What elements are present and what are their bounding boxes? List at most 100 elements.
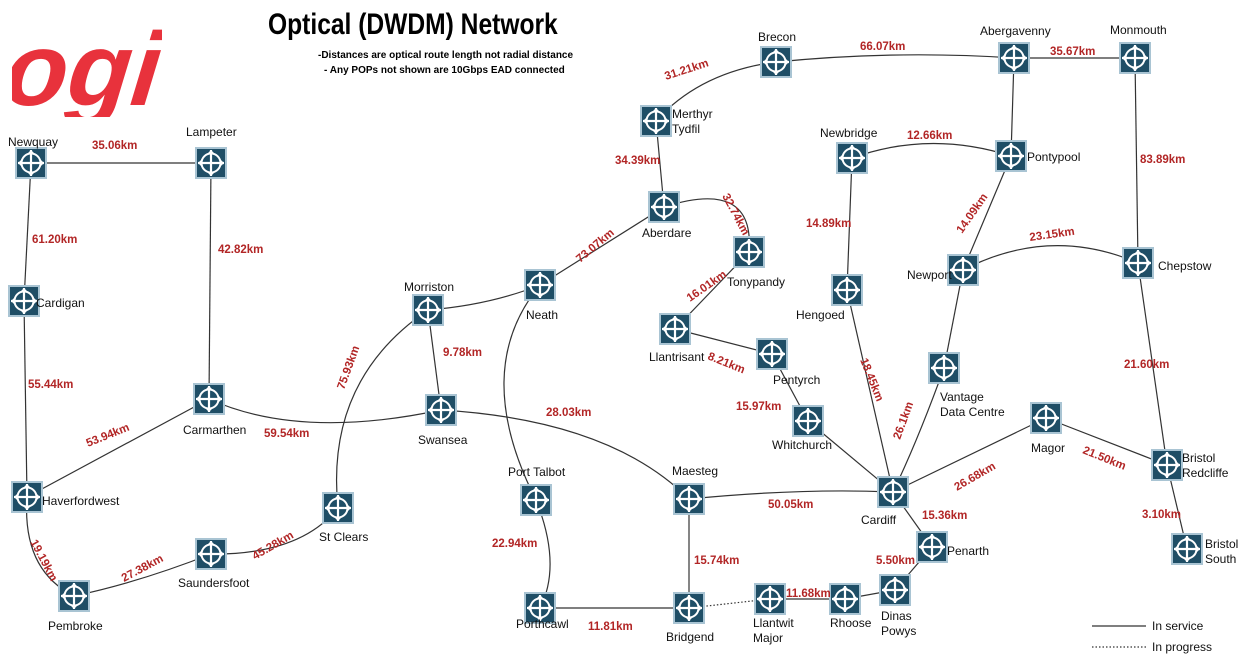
node-label-abergavenny: Abergavenny	[980, 24, 1051, 38]
pop-icon-vantage[interactable]	[927, 351, 961, 385]
distance-label-merthyr-brecon: 31.21km	[663, 57, 710, 82]
distance-label-vantage-cardiff: 26.1km	[892, 400, 917, 441]
distance-label-morriston-swansea: 9.78km	[443, 347, 482, 359]
distance-label-maesteg-cardiff: 50.05km	[768, 499, 813, 511]
node-label-aberdare: Aberdare	[642, 226, 692, 240]
pop-icon-swansea[interactable]	[424, 393, 458, 427]
link-stclears-morriston	[335, 309, 429, 509]
link-cardigan-haverfordwest	[23, 300, 28, 498]
pop-icon-pontypool[interactable]	[994, 139, 1028, 173]
node-label-morriston: Morriston	[404, 280, 454, 294]
pop-icon-stclears[interactable]	[321, 491, 355, 525]
distance-label-chepstow-bristolredcliffe: 21.60km	[1124, 359, 1169, 371]
node-label-pontypool: Pontypool	[1027, 150, 1080, 164]
distance-label-carmarthen-swansea: 59.54km	[264, 428, 309, 440]
distance-label-aberdare-merthyr: 34.39km	[615, 155, 660, 167]
pop-icon-saundersfoot[interactable]	[194, 537, 228, 571]
distance-label-porthcawl-bridgend: 11.81km	[588, 621, 633, 633]
pop-icon-aberdare[interactable]	[647, 190, 681, 224]
pop-icon-tonypandy[interactable]	[732, 235, 766, 269]
node-label-tonypandy: Tonypandy	[727, 275, 785, 289]
distance-label-pontypool-newport: 14.09km	[955, 192, 991, 236]
link-neath-aberdare	[539, 206, 665, 286]
distance-label-newbridge-hengoed: 14.89km	[806, 218, 851, 230]
link-morriston-swansea	[427, 309, 442, 411]
node-label-stclears: St Clears	[319, 530, 368, 544]
pop-icon-cardigan[interactable]	[7, 284, 41, 318]
page-title: Optical (DWDM) Network	[268, 8, 558, 41]
pop-icon-haverfordwest[interactable]	[10, 480, 44, 514]
node-label-pentyrch: Pentyrch	[773, 373, 820, 387]
link-porttalbot-porthcawl	[535, 499, 551, 609]
pop-icon-magor[interactable]	[1029, 401, 1063, 435]
distance-label-monmouth-chepstow: 83.89km	[1140, 154, 1185, 166]
pop-icon-lampeter[interactable]	[194, 146, 228, 180]
pop-icon-newquay[interactable]	[14, 146, 48, 180]
pop-icon-rhoose[interactable]	[828, 582, 862, 616]
link-swansea-maesteg	[440, 409, 690, 500]
pop-icon-dinaspowys[interactable]	[878, 573, 912, 607]
distance-label-aberdare-tonypandy: 32.74km	[719, 192, 751, 238]
pop-icon-chepstow[interactable]	[1121, 246, 1155, 280]
pop-icon-carmarthen[interactable]	[192, 382, 226, 416]
pop-icon-hengoed[interactable]	[830, 273, 864, 307]
node-label-cardigan: Cardigan	[36, 296, 85, 310]
pop-icon-newport[interactable]	[946, 253, 980, 287]
distance-label-swansea-maesteg: 28.03km	[546, 407, 591, 419]
distance-label-pentyrch-whitchurch: 15.97km	[736, 401, 781, 413]
pop-icon-abergavenny[interactable]	[997, 41, 1031, 75]
link-cardiff-magor	[892, 417, 1047, 493]
pop-icon-penarth[interactable]	[915, 530, 949, 564]
node-label-newquay: Newquay	[8, 135, 58, 149]
distance-label-porttalbot-porthcawl: 22.94km	[492, 538, 537, 550]
distance-label-brecon-abergavenny: 66.07km	[860, 41, 905, 53]
ogi-logo: ogi	[0, 5, 169, 128]
distance-label-newport-chepstow: 23.15km	[1029, 226, 1076, 244]
labels-layer: NewquayLampeterCardiganCarmarthenHaverfo…	[8, 23, 1238, 645]
node-label-cardiff: Cardiff	[861, 513, 897, 527]
pop-icon-cardiff[interactable]	[876, 475, 910, 509]
distance-label-cardigan-haverfordwest: 55.44km	[28, 379, 73, 391]
distance-label-newbridge-pontypool: 12.66km	[907, 130, 952, 142]
pop-icon-brecon[interactable]	[759, 45, 793, 79]
pop-icon-llantrisant[interactable]	[658, 312, 692, 346]
node-label-swansea: Swansea	[418, 433, 468, 447]
pop-icon-whitchurch[interactable]	[791, 404, 825, 438]
node-label-porthcawl: Porthcawl	[516, 617, 569, 631]
link-carmarthen-swansea	[208, 398, 442, 424]
link-maesteg-cardiff	[688, 490, 894, 500]
link-neath-porttalbot	[503, 284, 541, 501]
pop-icon-neath[interactable]	[523, 268, 557, 302]
pop-icon-newbridge[interactable]	[835, 141, 869, 175]
link-hengoed-cardiff	[846, 289, 894, 493]
link-lampeter-carmarthen	[208, 162, 212, 400]
pop-icon-morriston[interactable]	[411, 293, 445, 327]
link-newbridge-hengoed	[846, 157, 853, 291]
pop-icon-llantwit[interactable]	[753, 582, 787, 616]
node-label-carmarthen: Carmarthen	[183, 423, 246, 437]
pop-icon-pembroke[interactable]	[57, 579, 91, 613]
link-pontypool-newport	[962, 155, 1012, 271]
node-label-bridgend: Bridgend	[666, 630, 714, 644]
pop-icon-monmouth[interactable]	[1118, 41, 1152, 75]
pop-icon-maesteg[interactable]	[672, 482, 706, 516]
pop-icon-merthyr[interactable]	[639, 104, 673, 138]
link-brecon-abergavenny	[775, 54, 1015, 63]
distance-label-bristolredcliffe-bristolsouth: 3.10km	[1142, 509, 1181, 521]
distance-label-haverfordwest-carmarthen: 53.94km	[85, 422, 132, 450]
pop-icon-pentyrch[interactable]	[755, 337, 789, 371]
link-magor-bristolredcliffe	[1045, 417, 1168, 466]
distance-label-stclears-morriston: 75.93km	[336, 344, 363, 391]
distance-label-haverfordwest-pembroke: 19.19km	[27, 538, 59, 584]
node-label-llantrisant: Llantrisant	[649, 350, 705, 364]
distance-label-lampeter-carmarthen: 42.82km	[218, 244, 263, 256]
pop-icon-bridgend[interactable]	[672, 591, 706, 625]
pop-icon-bristolredcliffe[interactable]	[1150, 448, 1184, 482]
distance-label-newquay-lampeter: 35.06km	[92, 140, 137, 152]
pop-icon-bristolsouth[interactable]	[1170, 532, 1204, 566]
pop-icon-porttalbot[interactable]	[519, 483, 553, 517]
